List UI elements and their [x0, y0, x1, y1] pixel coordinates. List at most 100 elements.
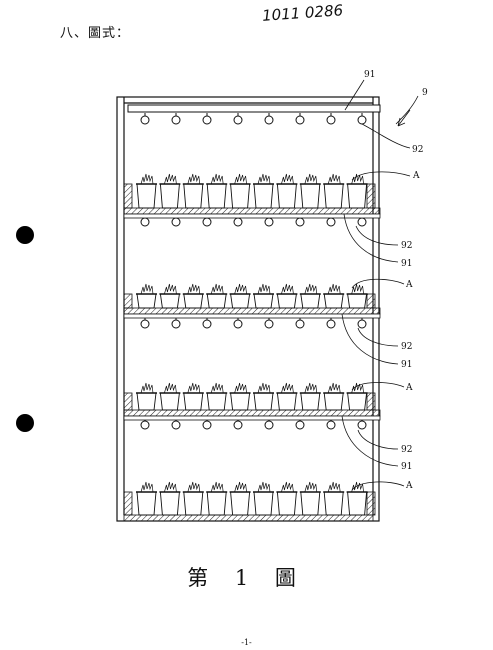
hook [202, 113, 212, 125]
plant-foliage [164, 382, 177, 394]
label-91-2: 91 [401, 259, 412, 269]
plant-foliage [234, 283, 247, 295]
shelf-bracket-right [366, 293, 376, 309]
plant-foliage [234, 382, 247, 394]
hook [295, 113, 305, 125]
plant-foliage [327, 481, 341, 493]
page-number: -1- [241, 638, 252, 647]
plant-pot [346, 382, 368, 411]
plant-foliage [164, 481, 177, 493]
plant-foliage [281, 173, 294, 185]
hook [140, 317, 150, 329]
hook [233, 113, 243, 125]
plant-foliage [327, 283, 341, 295]
plant-pot [206, 283, 228, 309]
shelf-bracket-right [366, 392, 376, 411]
plant-pot [136, 283, 157, 309]
shelf-board [123, 207, 381, 215]
leader-line [344, 79, 365, 111]
plant-pot [206, 382, 228, 411]
label-91-4: 91 [401, 462, 412, 472]
plant-pot [229, 382, 251, 411]
plant-foliage [140, 173, 154, 185]
plant-pot [276, 481, 298, 516]
plant-pot [299, 382, 321, 411]
plant-pot [182, 481, 204, 516]
shelf-bracket-left [123, 293, 133, 309]
frame-arrow [397, 109, 411, 127]
plant-foliage [234, 481, 247, 493]
plant-foliage [257, 283, 271, 295]
base-plate [123, 514, 374, 522]
plant-pot [346, 481, 368, 516]
labels-layer [341, 79, 419, 491]
leader-line [341, 415, 399, 467]
plant-foliage [187, 481, 201, 493]
plant-foliage [140, 481, 154, 493]
plant-pot [253, 283, 274, 309]
hook [171, 113, 181, 125]
plant-foliage [187, 382, 201, 394]
plant-foliage [281, 283, 294, 295]
shelf-board [123, 307, 381, 315]
shelf-board [123, 409, 381, 417]
hook [326, 317, 336, 329]
shelf-bracket-right [366, 491, 376, 516]
hook [295, 317, 305, 329]
plant-foliage [140, 382, 154, 394]
shelf-rod [123, 313, 381, 319]
plant-pot [323, 283, 345, 309]
figure-caption: 第 1 圖 [187, 566, 306, 590]
plant-pot [276, 382, 298, 411]
plant-pot [299, 173, 321, 209]
leader-line [395, 95, 419, 125]
plant-foliage [327, 173, 341, 185]
plant-pot [299, 481, 321, 516]
label-91-top: 91 [364, 70, 375, 80]
hook [202, 317, 212, 329]
shelf-bracket-left [123, 183, 133, 209]
plant-pot [159, 481, 181, 516]
plant-pot [276, 283, 298, 309]
plant-pot [136, 481, 157, 516]
plant-foliage [187, 283, 201, 295]
label-92-4: 92 [401, 445, 412, 455]
plant-pot [182, 173, 204, 209]
label-a-1: A [412, 171, 420, 181]
plant-pot [136, 382, 157, 411]
leader-line [351, 481, 405, 491]
hook [140, 113, 150, 125]
plant-foliage [164, 283, 177, 295]
punch-hole-bottom [16, 414, 34, 432]
leader-line [355, 225, 399, 246]
plant-pot [323, 173, 345, 209]
plant-foliage [257, 173, 271, 185]
hook [171, 317, 181, 329]
leader-line [357, 429, 399, 450]
leader-line [351, 171, 411, 181]
label-92-top: 92 [412, 145, 423, 155]
plant-foliage [164, 173, 177, 185]
label-9: 9 [422, 88, 428, 98]
leader-line [361, 123, 411, 149]
plant-pot [159, 173, 181, 209]
hook [233, 317, 243, 329]
hook [357, 113, 367, 125]
plant-foliage [327, 382, 341, 394]
plant-foliage [187, 173, 201, 185]
label-a-4: A [405, 481, 413, 491]
label-a-2: A [405, 280, 413, 290]
leader-line [343, 213, 399, 263]
leader-line [351, 278, 405, 289]
plant-pot [136, 173, 157, 209]
shelves-layer [123, 183, 381, 516]
plant-foliage [257, 382, 271, 394]
plant-pot [182, 382, 204, 411]
plant-pot [159, 382, 181, 411]
leader-line [357, 327, 399, 347]
plant-pot [229, 481, 251, 516]
hooks-layer [140, 113, 367, 430]
plant-foliage [210, 283, 224, 295]
plant-foliage [351, 283, 364, 295]
